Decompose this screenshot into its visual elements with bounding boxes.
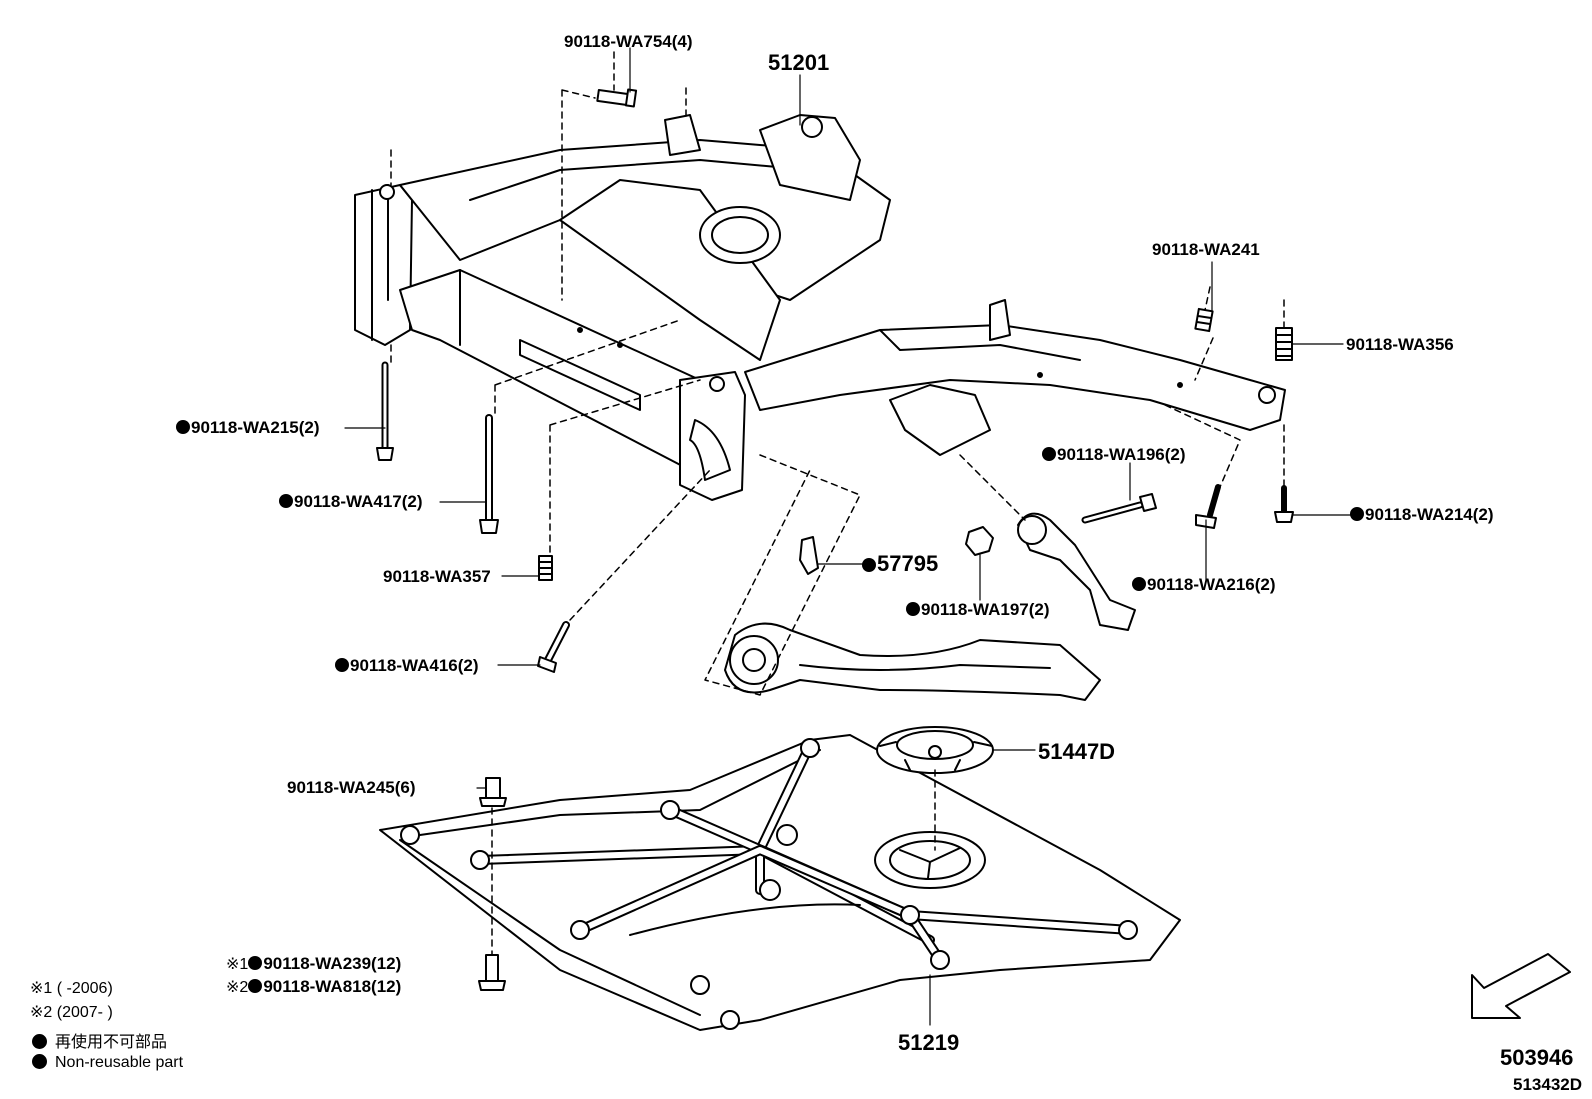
bolt-wa215 bbox=[376, 361, 394, 461]
crossmember-51201 bbox=[354, 114, 1286, 501]
label-90118-wa357[interactable]: 90118-WA357 bbox=[383, 567, 491, 586]
label-90118-wa197[interactable]: 90118-WA197(2) bbox=[906, 600, 1050, 620]
non-reusable-mark bbox=[176, 420, 190, 434]
guide-lines bbox=[390, 51, 1285, 956]
label-90118-wa245[interactable]: 90118-WA245(6) bbox=[287, 778, 416, 797]
non-reusable-mark bbox=[1350, 507, 1364, 521]
non-reusable-mark bbox=[335, 658, 349, 672]
nut-wa197 bbox=[965, 526, 994, 556]
non-reusable-mark bbox=[32, 1054, 47, 1069]
label-90118-wa416[interactable]: 90118-WA416(2) bbox=[335, 656, 479, 676]
non-reusable-mark bbox=[906, 602, 920, 616]
bolt-wa216 bbox=[1195, 484, 1221, 529]
spring-seat-51447d bbox=[876, 726, 994, 774]
spring-nut-wa356 bbox=[1275, 327, 1293, 361]
non-reusable-mark bbox=[248, 956, 263, 970]
label-90118-wa241[interactable]: 90118-WA241 bbox=[1152, 240, 1260, 259]
non-reusable-mark bbox=[279, 494, 293, 508]
label-51447d[interactable]: 51447D bbox=[1038, 739, 1116, 764]
non-reusable-mark bbox=[248, 979, 263, 993]
label-90118-wa214[interactable]: 90118-WA214(2) bbox=[1350, 505, 1494, 525]
note-2: ※2 (2007- ) bbox=[30, 1004, 113, 1021]
bolt-wa239 bbox=[478, 954, 506, 991]
upper-link-arm bbox=[1017, 512, 1136, 631]
non-reusable-mark bbox=[32, 1034, 47, 1049]
spring-nut-wa241 bbox=[1194, 307, 1214, 333]
non-reusable-mark bbox=[1132, 577, 1146, 591]
bolt-wa754 bbox=[596, 88, 638, 108]
direction-arrow bbox=[1471, 953, 1571, 1019]
under-cover-51219 bbox=[379, 734, 1181, 1031]
label-503946: 503946 bbox=[1500, 1045, 1574, 1070]
legend-en: Non-reusable part bbox=[32, 1054, 183, 1072]
label-90118-wa356[interactable]: 90118-WA356 bbox=[1346, 335, 1454, 354]
non-reusable-mark bbox=[862, 558, 876, 572]
bracket-57795 bbox=[799, 536, 819, 575]
note-1: ※1 ( -2006) bbox=[30, 980, 113, 997]
label-90118-wa754[interactable]: 90118-WA754(4) bbox=[564, 32, 693, 51]
bolt-wa416 bbox=[537, 621, 570, 673]
label-90118-wa215[interactable]: 90118-WA215(2) bbox=[176, 418, 320, 438]
spring-nut-wa357 bbox=[538, 555, 553, 581]
bolt-wa417 bbox=[479, 414, 499, 534]
legend-jp: 再使用不可部品 bbox=[32, 1028, 167, 1052]
label-51201[interactable]: 51201 bbox=[768, 50, 830, 75]
bolt-wa214 bbox=[1274, 485, 1294, 523]
label-57795[interactable]: 57795 bbox=[862, 551, 938, 577]
label-90118-wa216[interactable]: 90118-WA216(2) bbox=[1132, 575, 1276, 595]
leader-lines bbox=[344, 47, 1351, 1026]
lower-arm bbox=[724, 622, 1101, 701]
label-51219[interactable]: 51219 bbox=[898, 1030, 960, 1055]
non-reusable-mark bbox=[1042, 447, 1056, 461]
bolt-wa196 bbox=[1081, 493, 1157, 524]
bolt-wa245 bbox=[479, 777, 507, 807]
label-90118-wa417[interactable]: 90118-WA417(2) bbox=[279, 492, 423, 512]
label-90118-wa196[interactable]: 90118-WA196(2) bbox=[1042, 445, 1186, 465]
diagram-id: 513432D bbox=[1513, 1075, 1583, 1094]
